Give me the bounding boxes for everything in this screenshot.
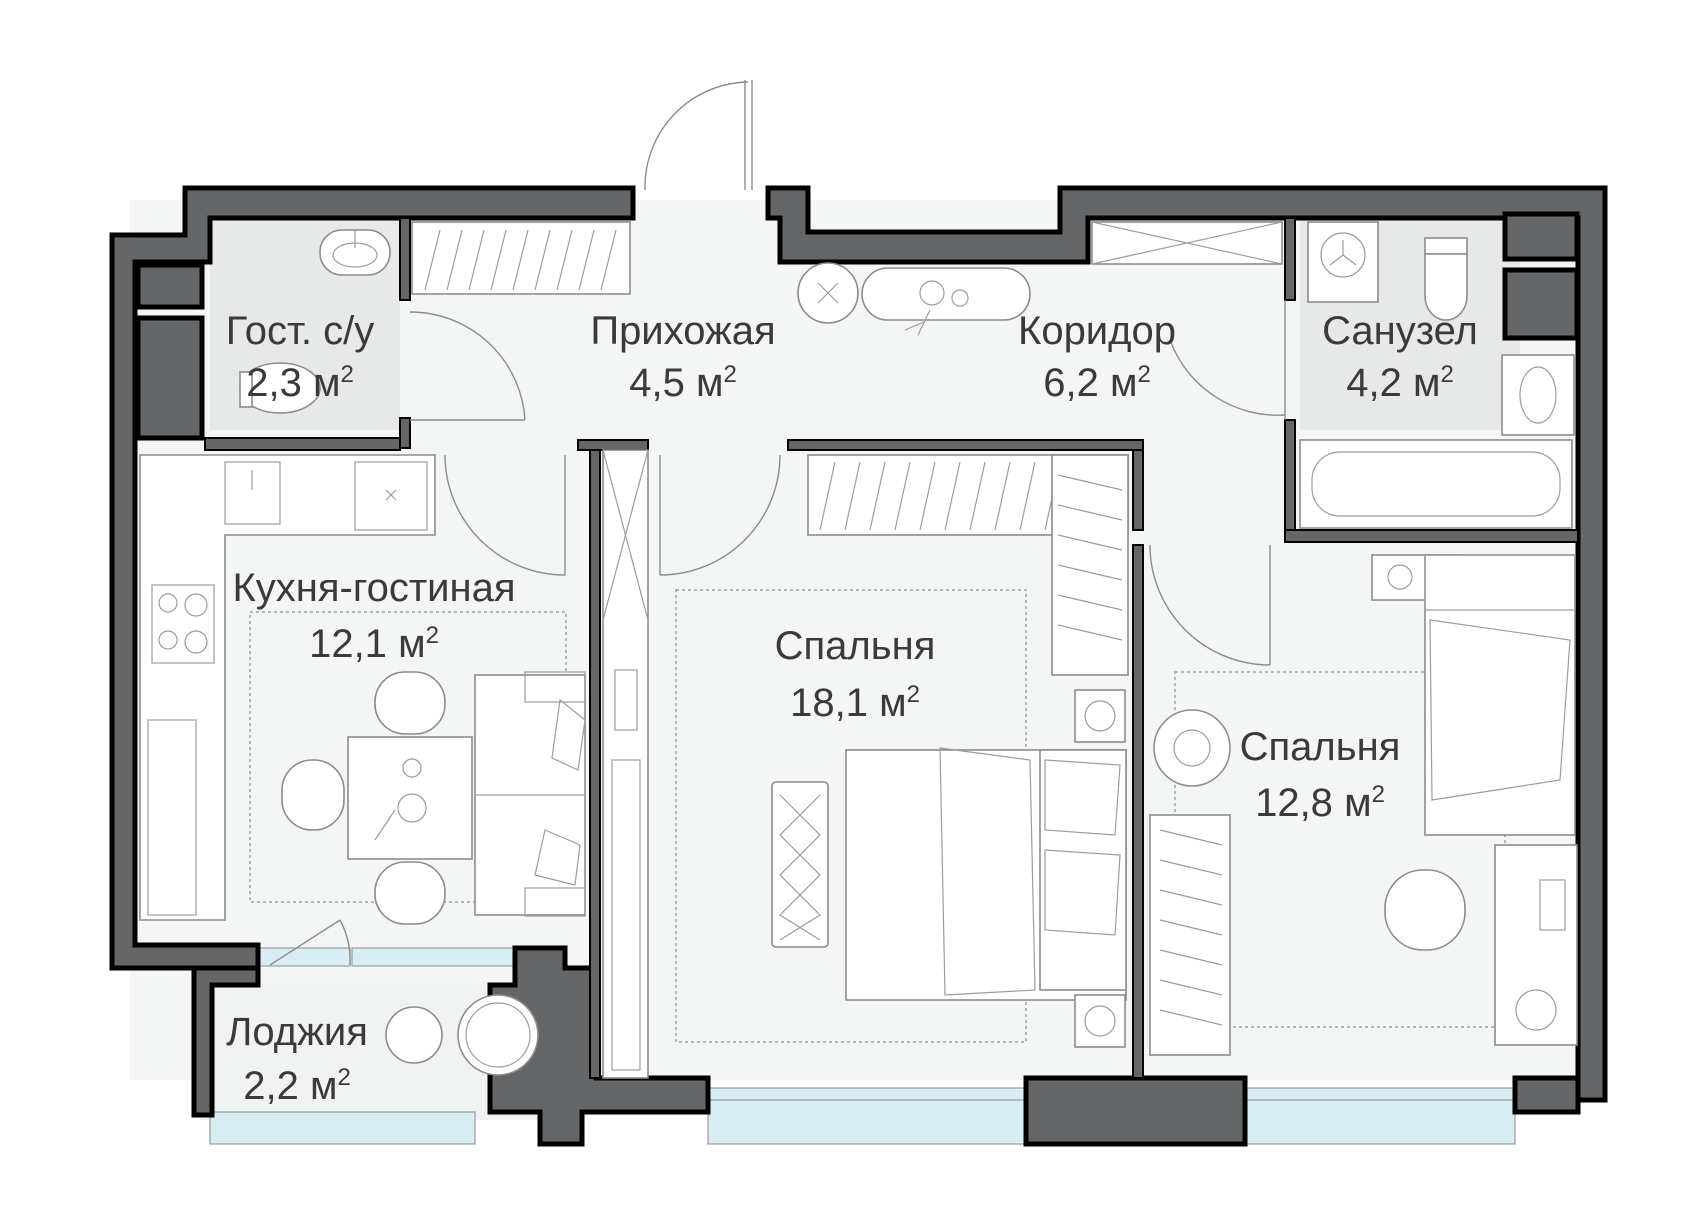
window-loggia	[209, 1111, 476, 1145]
room-name-guest-wc: Гост. с/у	[226, 309, 374, 353]
kitchen-units	[139, 454, 436, 921]
window-bedroom-1	[707, 1087, 1027, 1145]
hallway-bench	[797, 262, 1031, 336]
bedroom-1-furniture	[602, 449, 1129, 1079]
room-area-bathroom: 4,2 м2	[1346, 361, 1454, 405]
kitchen-dining	[249, 611, 586, 925]
room-name-kitchen-living: Кухня-гостиная	[233, 566, 516, 610]
bedroom-2-furniture	[1149, 554, 1578, 1056]
room-name-bedroom-2: Спальня	[1240, 725, 1401, 769]
room-labels: Гост. с/у 2,3 м2 Прихожая 4,5 м2 Коридор…	[226, 309, 1478, 1108]
hallway-wardrobe	[411, 221, 631, 295]
loggia-furniture	[385, 994, 539, 1076]
entrance-door	[644, 80, 753, 191]
room-name-bathroom: Санузел	[1322, 309, 1478, 353]
room-name-loggia: Лоджия	[226, 1010, 368, 1054]
room-name-hallway: Прихожая	[590, 309, 775, 353]
room-name-corridor: Коридор	[1018, 309, 1176, 353]
windows	[209, 947, 1516, 1145]
room-area-hallway: 4,5 м2	[629, 361, 737, 405]
room-area-corridor: 6,2 м2	[1043, 361, 1151, 405]
bathroom-fixtures	[1299, 221, 1575, 529]
interior-doors	[269, 300, 1286, 966]
room-area-guest-wc: 2,3 м2	[246, 361, 354, 405]
guest-wc-fixtures	[239, 229, 391, 414]
window-kitchen	[351, 947, 521, 967]
room-name-bedroom-1: Спальня	[775, 624, 936, 668]
walls	[109, 185, 1608, 1147]
room-area-bedroom-2: 12,8 м2	[1255, 781, 1385, 825]
room-area-loggia: 2,2 м2	[243, 1064, 351, 1108]
room-area-kitchen-living: 12,1 м2	[309, 622, 439, 666]
window-bedroom-2	[1244, 1087, 1516, 1145]
room-area-bedroom-1: 18,1 м2	[790, 681, 920, 725]
corridor-wardrobe	[1091, 221, 1283, 265]
